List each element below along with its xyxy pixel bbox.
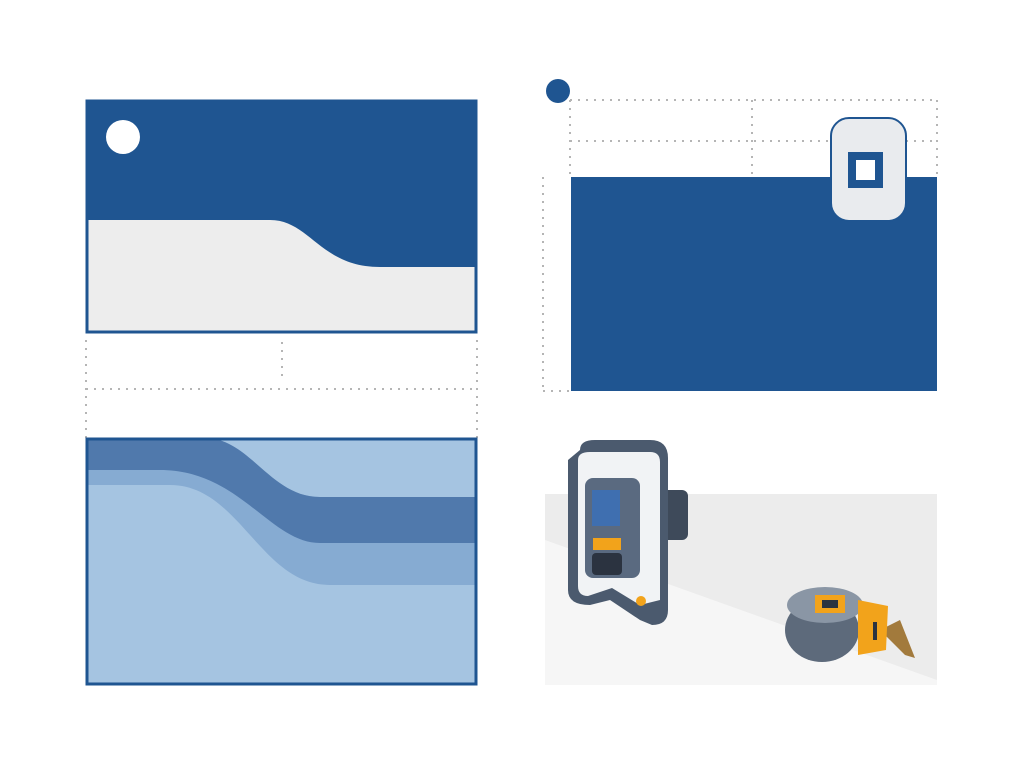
crop-frame-group — [542, 79, 938, 392]
tape-measure — [785, 587, 915, 662]
anchor-dot — [546, 79, 570, 103]
layered-wave-panel — [85, 437, 478, 686]
wave-top — [86, 438, 477, 543]
dotted-guides-left — [85, 340, 478, 438]
crop-frame-icon — [830, 117, 907, 222]
image-placeholder-panel — [85, 99, 478, 334]
hill-shape — [88, 220, 475, 331]
measuring-tools-scene — [545, 440, 937, 685]
laser-distance-meter — [568, 440, 688, 625]
sun-icon — [106, 120, 140, 154]
